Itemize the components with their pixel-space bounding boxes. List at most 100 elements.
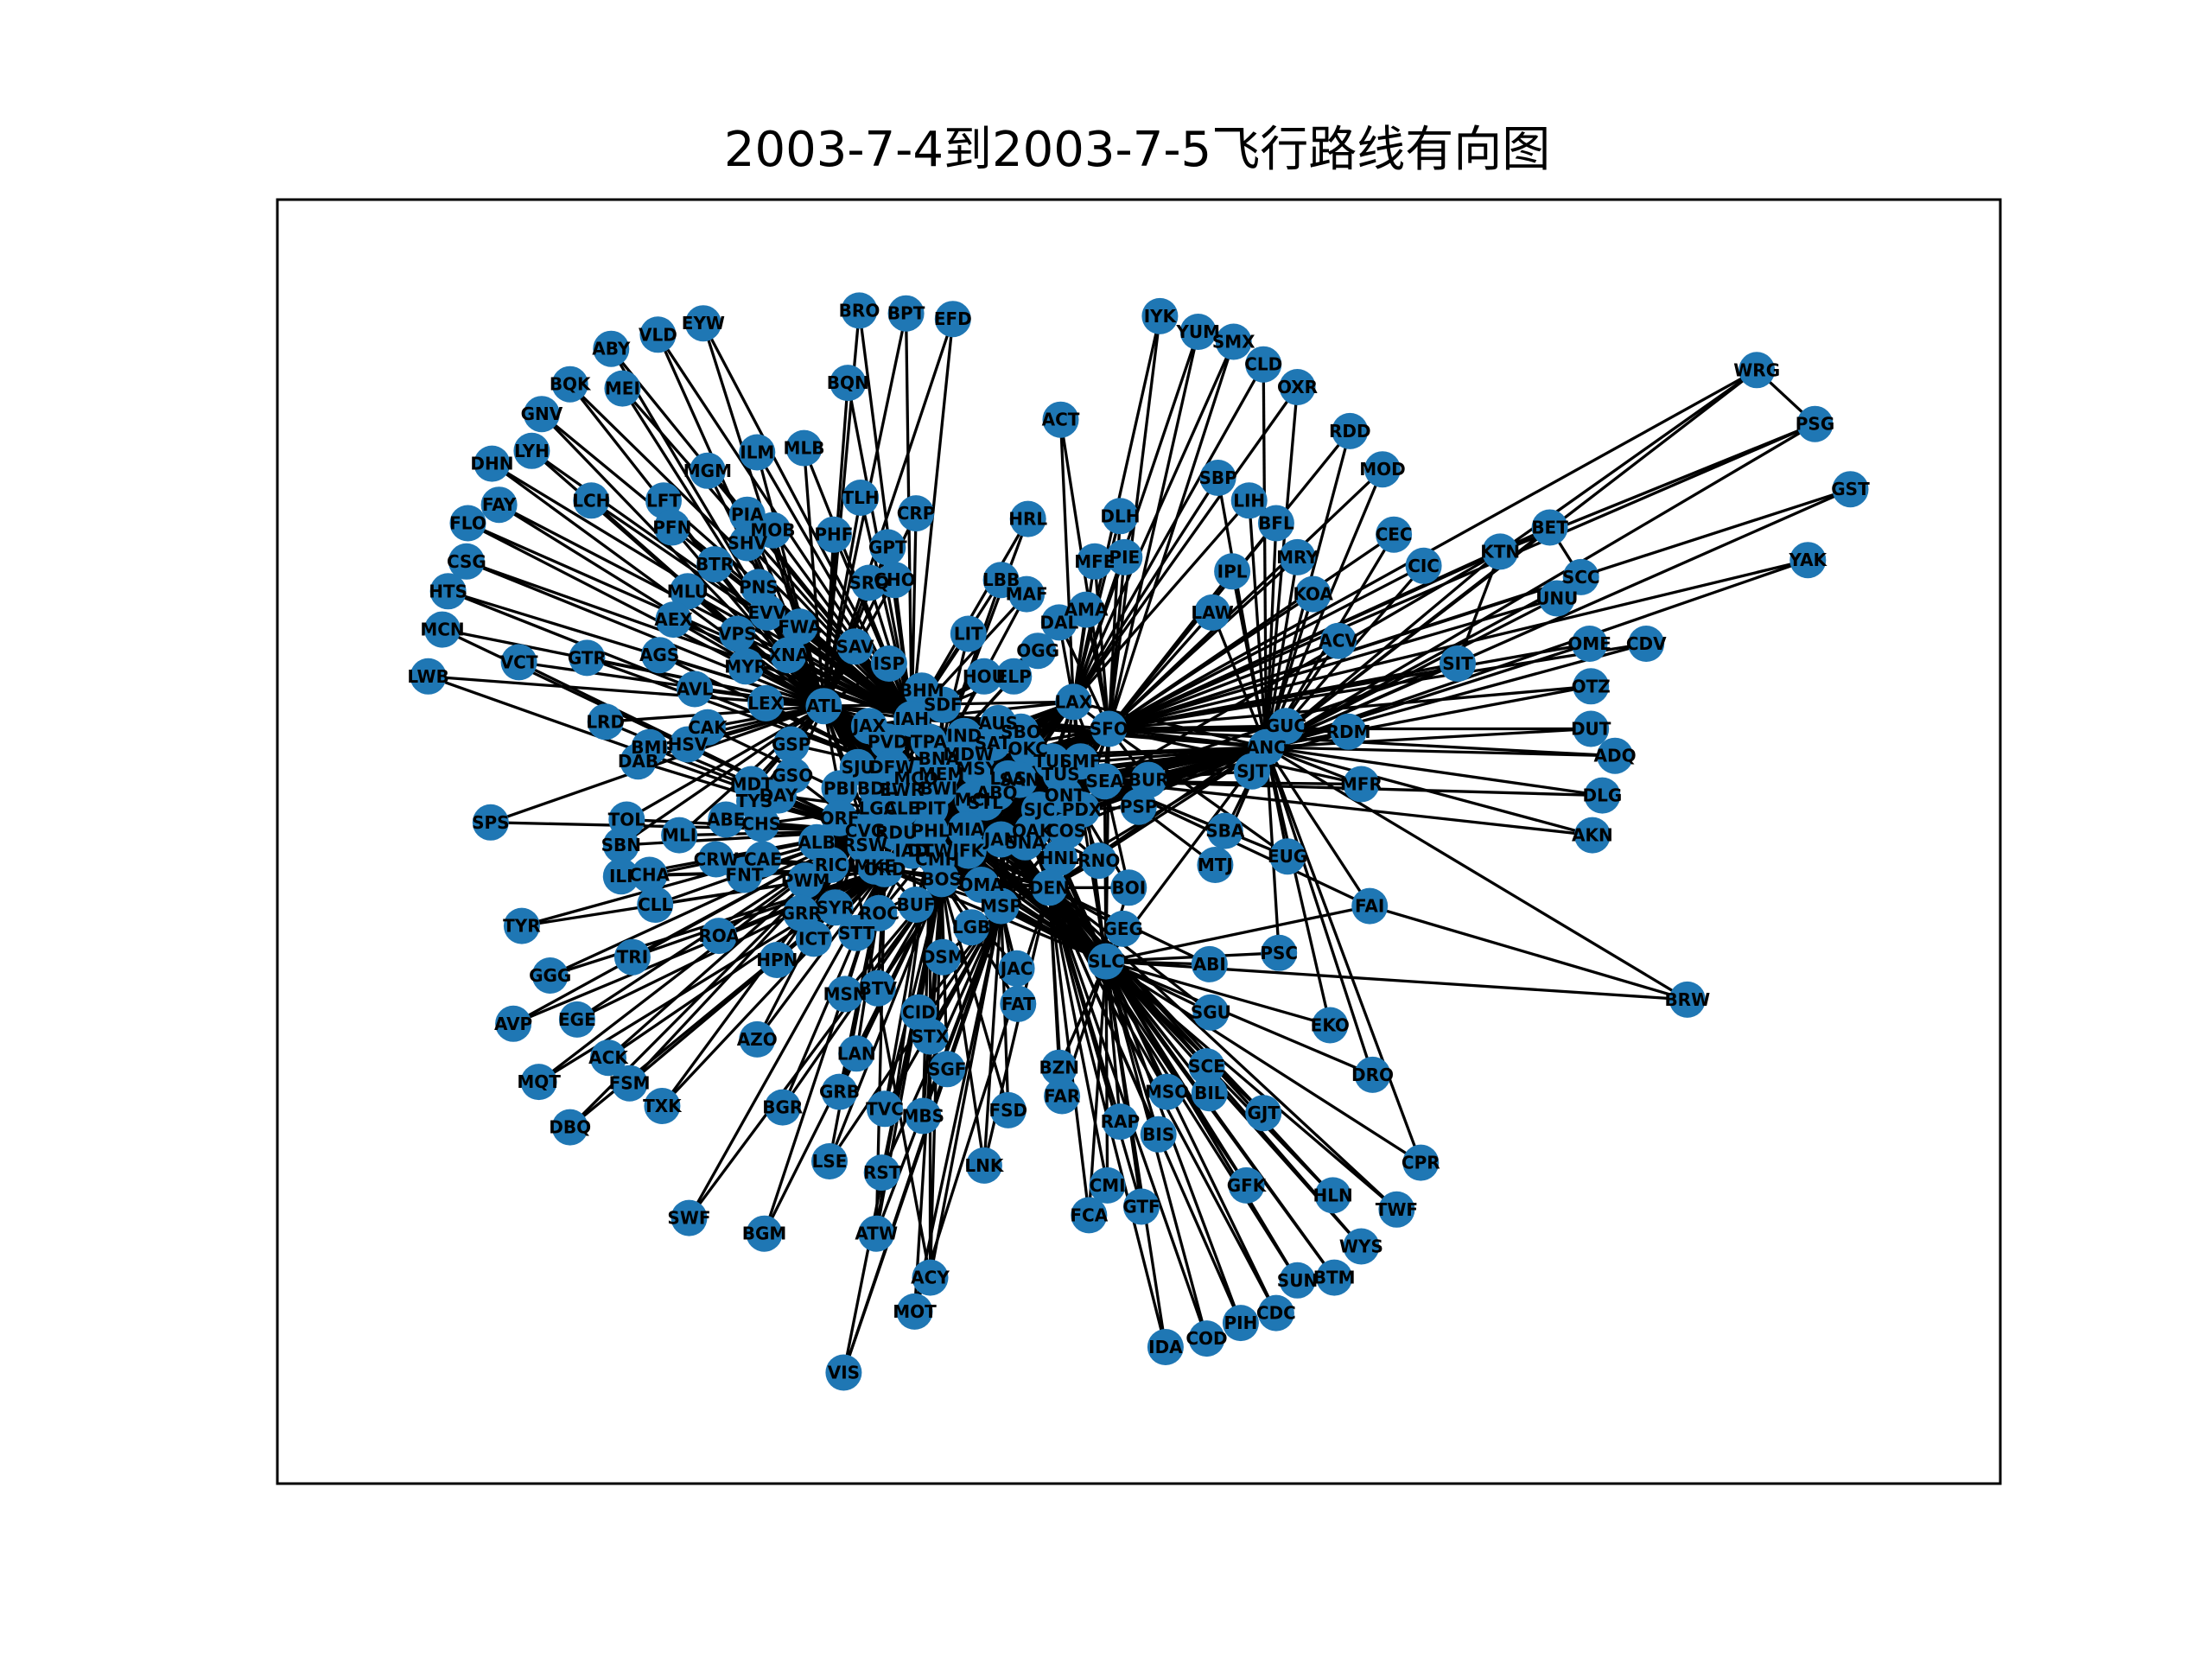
node-ATW — [858, 1215, 895, 1252]
node-label-IAH: IAH — [894, 709, 929, 729]
node-label-OGG: OGG — [1016, 640, 1059, 661]
node-label-RNO: RNO — [1077, 850, 1120, 871]
edge-OXR-LAX — [1071, 386, 1299, 703]
node-label-GRR: GRR — [781, 903, 822, 924]
node-label-ROC: ROC — [859, 903, 899, 924]
node-label-EUG: EUG — [1268, 846, 1307, 867]
node-label-BGM: BGM — [742, 1224, 787, 1244]
node-SCE — [1188, 1048, 1225, 1085]
node-label-LGB: LGB — [952, 917, 990, 938]
node-label-SFO: SFO — [1090, 719, 1128, 740]
node-label-EVV: EVV — [747, 602, 786, 623]
node-label-MRY: MRY — [1276, 547, 1319, 568]
node-label-SAN: SAN — [1000, 770, 1040, 791]
node-IPL — [1214, 553, 1251, 590]
node-TRI — [613, 938, 651, 976]
node-label-LEX: LEX — [747, 693, 784, 714]
node-label-MCN: MCN — [420, 620, 464, 640]
node-label-RSW: RSW — [842, 835, 887, 855]
node-BRW — [1669, 981, 1706, 1018]
edge-YUM-SFO — [1107, 331, 1200, 729]
node-GTF — [1123, 1188, 1160, 1225]
node-label-MLU: MLU — [667, 581, 709, 601]
node-HTS — [429, 573, 467, 610]
node-label-SHV: SHV — [727, 533, 767, 554]
edge-CLD-LAX — [1071, 363, 1265, 703]
node-label-ILI: ILI — [609, 866, 633, 887]
node-label-TVC: TVC — [866, 1098, 904, 1119]
node-GTR — [569, 639, 606, 677]
node-label-FCA: FCA — [1070, 1205, 1108, 1225]
node-MFR — [1343, 766, 1380, 803]
node-SJT — [1234, 753, 1270, 790]
node-CHO — [876, 562, 913, 599]
node-ILM — [739, 434, 776, 471]
node-SBP — [1199, 460, 1236, 496]
node-GNV — [523, 396, 560, 433]
node-ADQ — [1597, 737, 1634, 774]
node-label-HSV: HSV — [668, 734, 709, 755]
node-CRP — [898, 495, 935, 532]
edge-LAW-SFO — [1108, 611, 1214, 730]
node-label-GUC: GUC — [1266, 715, 1306, 736]
edge-MRY-SFO — [1108, 556, 1299, 730]
node-COD — [1188, 1320, 1225, 1357]
node-MEI — [604, 370, 641, 407]
node-RST — [863, 1154, 900, 1192]
node-label-MLB: MLB — [784, 438, 825, 459]
node-GFK — [1228, 1166, 1265, 1204]
edge-DRO-ANC — [1264, 747, 1375, 1076]
edge-PSG-ANC — [1265, 423, 1816, 749]
node-label-CSG: CSG — [447, 551, 486, 572]
node-label-MTJ: MTJ — [1198, 855, 1233, 875]
node-LIT — [950, 615, 987, 652]
node-label-DTW: DTW — [907, 841, 952, 861]
node-label-ORD: ORD — [863, 859, 906, 880]
edge-EUG-SFO — [1108, 728, 1289, 858]
node-EUG — [1269, 838, 1306, 875]
node-GPT — [869, 529, 906, 566]
node-label-MAF: MAF — [1006, 584, 1048, 605]
edge-CSG-IAH — [466, 560, 912, 721]
node-label-ADQ: ADQ — [1594, 746, 1637, 766]
node-label-CAE: CAE — [744, 849, 782, 870]
edge-KTN-SIT — [1456, 550, 1502, 664]
edge-ACV-SFO — [1108, 639, 1339, 731]
node-label-ACV: ACV — [1319, 631, 1358, 652]
node-label-FAT: FAT — [1001, 994, 1035, 1014]
node-label-ACK: ACK — [588, 1047, 629, 1068]
node-CPR — [1402, 1144, 1440, 1181]
node-HPN — [759, 942, 796, 978]
node-label-MYR: MYR — [724, 656, 767, 677]
node-MSP — [982, 887, 1020, 925]
node-label-HPN: HPN — [756, 950, 798, 970]
node-FSD — [989, 1091, 1027, 1128]
node-BFL — [1257, 505, 1294, 542]
node-BET — [1531, 509, 1568, 546]
node-label-WYS: WYS — [1339, 1236, 1383, 1257]
node-label-BTR: BTR — [696, 554, 734, 575]
node-label-ORF: ORF — [819, 808, 859, 829]
edge-ACT-LAX — [1058, 419, 1075, 702]
node-label-VCT: VCT — [500, 652, 538, 672]
node-JAC — [998, 950, 1035, 987]
node-label-BTV: BTV — [859, 978, 898, 999]
node-label-PNS: PNS — [739, 576, 779, 597]
node-label-DRO: DRO — [1351, 1065, 1394, 1085]
node-VCT — [500, 644, 537, 681]
node-label-SJU: SJU — [842, 757, 874, 778]
edge-DUT-ANC — [1266, 727, 1592, 749]
node-label-LSE: LSE — [812, 1151, 848, 1172]
node-DHN — [474, 445, 511, 482]
edge-HLN-DEN — [1048, 887, 1334, 1197]
node-CEC — [1376, 516, 1413, 553]
node-label-LIH: LIH — [1233, 490, 1265, 511]
node-label-MBS: MBS — [902, 1106, 945, 1127]
node-label-ANC: ANC — [1246, 737, 1287, 758]
node-label-FAR: FAR — [1044, 1086, 1080, 1107]
node-label-PSG: PSG — [1796, 414, 1834, 435]
node-WYS — [1343, 1228, 1380, 1265]
edge-RAP-SLC — [1104, 961, 1122, 1122]
node-BGM — [746, 1215, 783, 1252]
node-label-VLD: VLD — [639, 324, 677, 345]
